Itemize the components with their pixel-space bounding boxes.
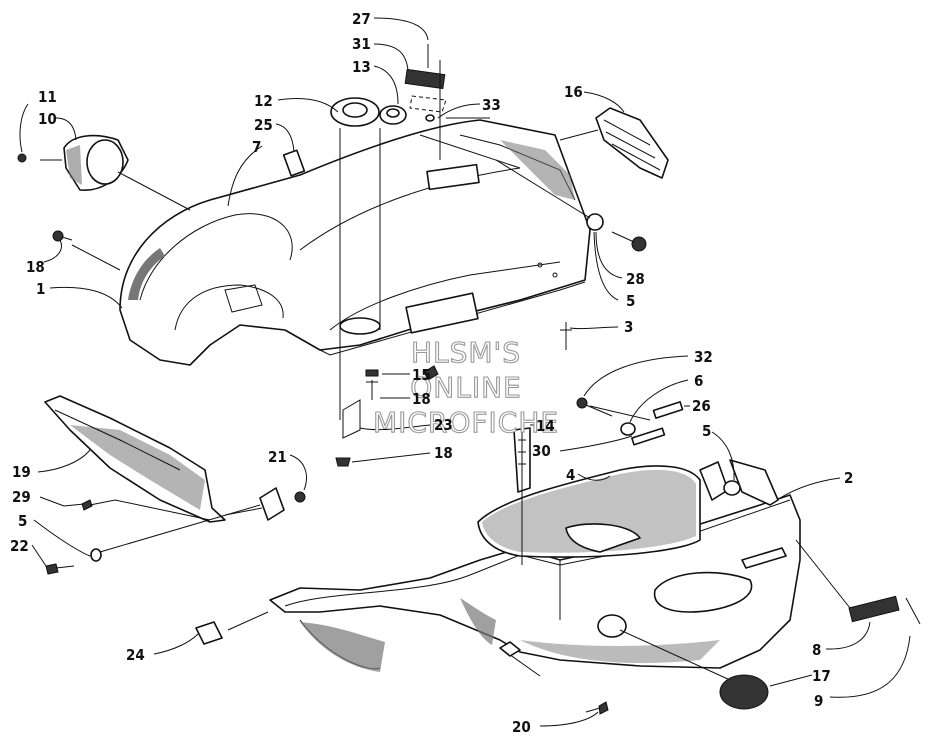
callout-labels: 27 31 13 33 12 25 7 11 10 16 18 1 28 5 3…	[10, 10, 853, 736]
callout-1: 1	[36, 280, 45, 298]
callout-12: 12	[254, 92, 273, 110]
callout-22: 22	[10, 537, 29, 555]
watermark-line-3: MICROFICHE	[373, 406, 559, 439]
callout-18-c: 18	[434, 444, 453, 462]
hardware-parts	[576, 397, 741, 496]
callout-2: 2	[844, 469, 853, 487]
callout-6: 6	[694, 372, 703, 390]
reflector-part-8	[848, 595, 921, 625]
callout-15: 15	[412, 366, 431, 384]
callout-leaders	[19, 17, 911, 727]
bracket-part-21	[259, 487, 306, 521]
callout-26: 26	[692, 397, 711, 415]
callout-9: 9	[814, 692, 823, 710]
callout-33: 33	[482, 96, 501, 114]
plug-part-17	[597, 614, 769, 710]
callout-25: 25	[254, 116, 273, 134]
watermark: HLSM'S ONLINE MICROFICHE	[372, 335, 559, 439]
callout-14: 14	[536, 417, 555, 435]
callout-17: 17	[812, 667, 831, 685]
callout-7: 7	[252, 138, 261, 156]
callout-23: 23	[434, 416, 453, 434]
watermark-line-2: ONLINE	[410, 371, 521, 404]
callout-28: 28	[626, 270, 645, 288]
callout-16: 16	[564, 83, 583, 101]
callout-24: 24	[126, 646, 145, 664]
vent-grille-part-16	[595, 107, 669, 179]
upper-body-panel	[119, 119, 591, 366]
callout-30: 30	[532, 442, 551, 460]
clip-part-24	[195, 621, 223, 645]
assembly-lines	[71, 60, 851, 681]
callout-31: 31	[352, 35, 371, 53]
callout-32: 32	[694, 348, 713, 366]
fasteners	[45, 213, 647, 715]
callout-29: 29	[12, 488, 31, 506]
callout-11: 11	[38, 88, 57, 106]
callout-21: 21	[268, 448, 287, 466]
callout-20: 20	[512, 718, 531, 736]
callout-5-c: 5	[18, 512, 27, 530]
callout-5-b: 5	[702, 422, 711, 440]
lower-body-panel	[269, 459, 801, 672]
callout-3: 3	[624, 318, 633, 336]
grommet-parts	[282, 44, 447, 177]
callout-5-a: 5	[626, 292, 635, 310]
callout-19: 19	[12, 463, 31, 481]
headlight-housing-part-10	[17, 134, 129, 191]
watermark-line-1: HLSM'S	[411, 336, 521, 369]
callout-13: 13	[352, 58, 371, 76]
callout-18-b: 18	[412, 390, 431, 408]
callout-8: 8	[812, 641, 821, 659]
callout-27: 27	[352, 10, 371, 28]
callout-10: 10	[38, 110, 57, 128]
callout-18-a: 18	[26, 258, 45, 276]
side-panel-part-19	[44, 395, 226, 523]
callout-4: 4	[566, 466, 575, 484]
